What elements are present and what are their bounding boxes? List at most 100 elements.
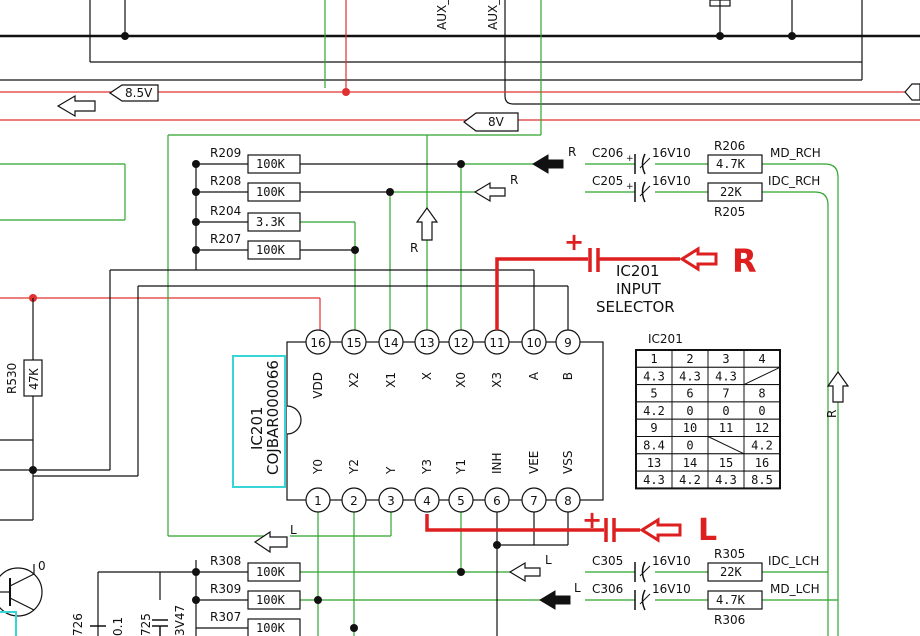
svg-text:IC201: IC201 xyxy=(248,406,266,450)
arrow-up-r-right: R xyxy=(825,370,850,418)
svg-text:14: 14 xyxy=(683,456,697,470)
table-cell: 2 xyxy=(671,349,709,368)
svg-text:8.5: 8.5 xyxy=(751,473,773,487)
table-cell: 7 xyxy=(707,384,745,403)
v85-arrow xyxy=(56,94,96,118)
svg-text:R: R xyxy=(510,173,518,187)
svg-text:L: L xyxy=(545,553,552,567)
table-cell: 4.3 xyxy=(635,366,673,386)
svg-text:C206: C206 xyxy=(592,146,623,160)
capacitor-c206: C206 + 16V10 xyxy=(592,146,691,175)
svg-text:4: 4 xyxy=(758,352,765,366)
svg-text:R207: R207 xyxy=(210,232,241,246)
svg-text:100K: 100K xyxy=(256,593,286,607)
resistor-r305: 22K R305 xyxy=(707,547,763,582)
svg-text:3: 3 xyxy=(722,352,729,366)
resistor-r209: 100K R209 xyxy=(210,146,301,174)
table-cell: 14 xyxy=(671,453,709,472)
pin-name: X3 xyxy=(490,372,504,388)
capacitor-c205: C205 + 16V10 xyxy=(592,174,691,203)
resistor-r307: 100K R307 xyxy=(210,610,301,636)
svg-text:100K: 100K xyxy=(256,621,286,635)
ic201-body: IC201 COJBAR000066 xyxy=(232,341,604,501)
svg-text:2: 2 xyxy=(686,352,693,366)
pin-number: 15 xyxy=(346,336,361,350)
table-cell: 8 xyxy=(743,384,781,403)
table-cell: 0 xyxy=(671,401,709,420)
pin-name: A xyxy=(527,371,541,380)
pin-name: VDD xyxy=(311,372,325,399)
svg-text:10: 10 xyxy=(683,421,697,435)
table-cell: 3 xyxy=(707,349,745,368)
svg-text:R308: R308 xyxy=(210,554,241,568)
arrow-l-hollow-left: L xyxy=(253,523,297,554)
pin-name: Y2 xyxy=(347,459,361,475)
pin-name: Y xyxy=(384,466,398,475)
svg-text:R309: R309 xyxy=(210,582,241,596)
pin-number: 16 xyxy=(310,336,325,350)
svg-text:0: 0 xyxy=(38,559,46,573)
pin-name: X xyxy=(420,372,434,380)
capacitor-c306: C306 16V10 xyxy=(592,582,691,611)
table-cell: 1 xyxy=(635,349,673,368)
pin-number: 3 xyxy=(387,494,395,508)
pin-number: 9 xyxy=(564,336,572,350)
resistor-r306: 4.7K R306 xyxy=(707,590,763,627)
pin-number: 1 xyxy=(314,494,322,508)
ic-pin-9: 9B xyxy=(555,329,581,380)
table-cell: 0 xyxy=(743,401,781,420)
voltage-table-title: IC201 xyxy=(648,332,683,346)
svg-text:1: 1 xyxy=(650,352,657,366)
ic-pin-3: 3Y xyxy=(378,466,404,513)
svg-text:8V: 8V xyxy=(488,115,505,129)
table-cell: 15 xyxy=(707,453,745,472)
svg-text:COJBAR000066: COJBAR000066 xyxy=(264,360,282,475)
svg-text:22K: 22K xyxy=(720,565,742,579)
svg-text:L: L xyxy=(574,581,581,595)
table-cell: 4.2 xyxy=(671,470,709,489)
pin-number: 8 xyxy=(564,494,572,508)
annotation-r-path xyxy=(495,246,718,330)
svg-text:R530: R530 xyxy=(5,363,19,394)
table-cell: 4.3 xyxy=(671,366,709,386)
svg-text:4.7K: 4.7K xyxy=(716,593,746,607)
net-idc-rch: IDC_RCH xyxy=(768,174,820,188)
pin-number: 2 xyxy=(350,494,358,508)
svg-text:R: R xyxy=(825,410,839,418)
pin-number: 11 xyxy=(489,336,504,350)
annotation-l-path xyxy=(425,514,682,543)
table-cell: 13 xyxy=(635,453,673,472)
svg-text:4.3: 4.3 xyxy=(643,473,665,487)
svg-text:8.5V: 8.5V xyxy=(125,86,153,100)
table-cell: 11 xyxy=(707,418,745,438)
svg-text:47K: 47K xyxy=(27,368,41,390)
svg-text:4.7K: 4.7K xyxy=(716,157,746,171)
svg-text:5: 5 xyxy=(650,387,657,401)
table-cell: 0 xyxy=(707,401,745,420)
svg-text:+: + xyxy=(626,154,634,164)
pin-name: Y3 xyxy=(420,459,434,475)
ic201-title: IC201 INPUT SELECTOR xyxy=(596,262,675,316)
top-power-rails xyxy=(0,0,920,105)
ic-pin-10: 10A xyxy=(521,329,547,380)
svg-text:R307: R307 xyxy=(210,610,241,624)
svg-text:6: 6 xyxy=(686,387,693,401)
transistor: 0 xyxy=(0,559,46,636)
pin-name: INH xyxy=(490,452,504,474)
ic-pin-4: 4Y3 xyxy=(414,459,440,513)
pin-name: VEE xyxy=(527,451,541,474)
part-0-1: 0.1 xyxy=(111,617,125,636)
svg-text:4.3: 4.3 xyxy=(679,369,701,383)
resistor-r204: 3.3K R204 xyxy=(210,204,301,232)
arrow-r-hollow-top: R xyxy=(473,173,518,203)
